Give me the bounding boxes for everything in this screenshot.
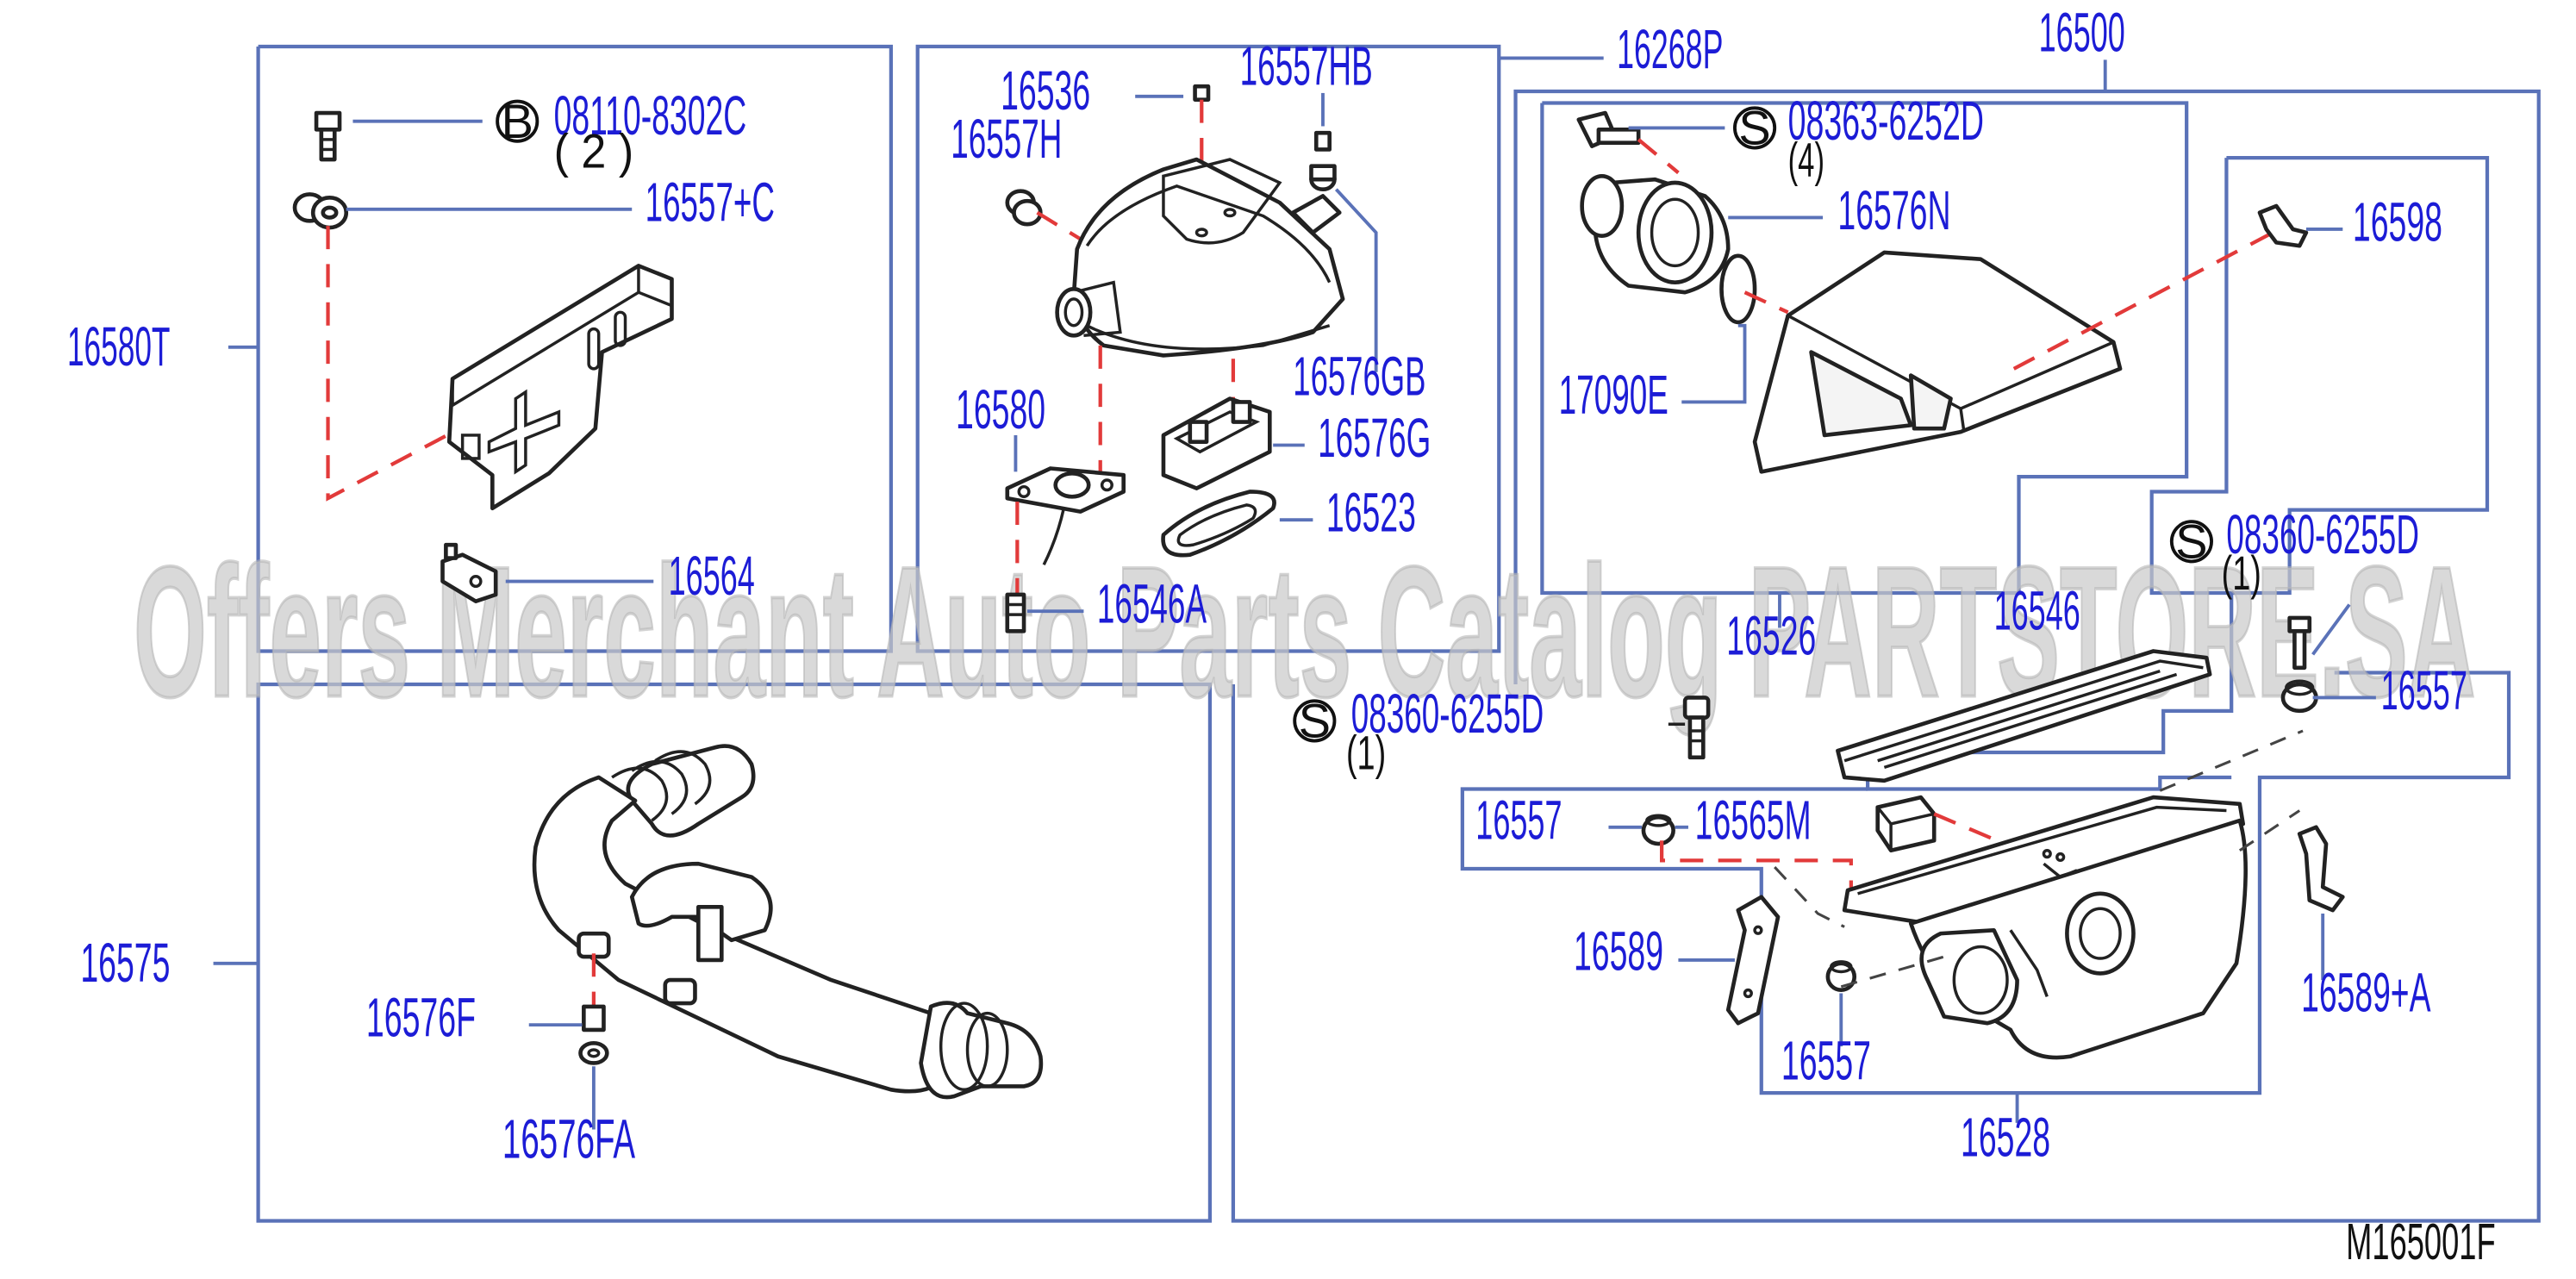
label-08360-6255D-right[interactable]: 08360-6255D — [2226, 504, 2419, 565]
svg-text:S: S — [2175, 515, 2207, 569]
screw-08360-left-drawing — [1668, 696, 1711, 760]
bracket-16589-drawing — [1725, 895, 1781, 1026]
label-16500[interactable]: 16500 — [2039, 3, 2125, 64]
grommet-16557-bottom-drawing — [1825, 960, 1857, 992]
cap-16557HB-drawing — [1309, 130, 1337, 192]
label-16557-top[interactable]: 16557 — [2381, 660, 2467, 721]
filter-16546-drawing — [1836, 649, 2212, 783]
diagram-reference-code: M165001F — [2346, 1213, 2495, 1270]
symbol-screw-badge-3: S — [1293, 694, 1337, 748]
frames — [213, 44, 2541, 1223]
clip-16598-drawing — [2257, 203, 2309, 248]
grommet-16557-mid-drawing — [1641, 814, 1675, 846]
label-16589[interactable]: 16589 — [1574, 921, 1663, 983]
label-16576FA[interactable]: 16576FA — [502, 1108, 636, 1170]
leader-lines — [346, 92, 2376, 1130]
svg-text:B: B — [502, 94, 533, 148]
label-16580T[interactable]: 16580T — [67, 316, 170, 377]
label-16268P[interactable]: 16268P — [1617, 19, 1723, 80]
label-16536[interactable]: 16536 — [1001, 60, 1090, 122]
label-16528[interactable]: 16528 — [1961, 1107, 2050, 1168]
label-16557H[interactable]: 16557H — [951, 109, 1062, 170]
screw-16546A-drawing — [1005, 592, 1026, 633]
symbol-bolt-badge: B — [496, 94, 540, 148]
duct-panel-drawing — [532, 744, 1044, 1100]
label-16557HB[interactable]: 16557HB — [1240, 35, 1373, 97]
label-08363-6252D[interactable]: 08363-6252D — [1788, 90, 1984, 152]
label-16565M[interactable]: 16565M — [1695, 789, 1812, 851]
collar-16576F-drawing — [582, 1004, 606, 1033]
label-16575[interactable]: 16575 — [80, 933, 170, 994]
cover-16526-drawing — [1752, 250, 2123, 474]
qty-08110-8302C: ( 2 ) — [554, 124, 634, 178]
label-16557-mid[interactable]: 16557 — [1475, 789, 1562, 851]
svg-text:S: S — [1299, 694, 1331, 748]
label-16598[interactable]: 16598 — [2353, 191, 2442, 253]
adapter-16576N-drawing — [1580, 173, 1731, 295]
label-16576G[interactable]: 16576G — [1318, 408, 1431, 469]
nut-16536-drawing — [1193, 84, 1211, 102]
resonator-16268P-drawing — [1055, 157, 1345, 358]
part-labels: 16580T 08110-8302C ( 2 ) 16557+C 16564 1… — [67, 3, 2496, 1270]
duct-16575-drawing — [532, 744, 1044, 1100]
grommet-16557-top-drawing — [2280, 679, 2318, 714]
case-16528-drawing — [1842, 795, 2248, 1060]
screw-08360-right-drawing — [2287, 615, 2312, 671]
symbol-screw-badge-1: S — [1733, 101, 1777, 155]
seal-17090E-drawing — [1719, 253, 1757, 325]
bracket-16580T-drawing — [446, 264, 674, 511]
qty-08360-6255D-left: (1) — [1346, 725, 1386, 779]
label-16523[interactable]: 16523 — [1326, 483, 1416, 544]
resonator-panel-drawing — [1005, 84, 1345, 633]
air-cleaner-panel-drawing — [1576, 110, 2345, 1060]
label-17090E[interactable]: 17090E — [1559, 365, 1668, 426]
block-16565M-drawing — [1875, 795, 1937, 853]
svg-text:S: S — [1738, 101, 1770, 155]
qty-08360-6255D-right: (1) — [2222, 546, 2261, 600]
label-08360-6255D-left[interactable]: 08360-6255D — [1351, 683, 1544, 745]
screw-08363-drawing — [1576, 110, 1641, 148]
label-16589A[interactable]: 16589+A — [2301, 963, 2431, 1024]
gasket-16523-drawing — [1161, 490, 1276, 558]
label-16557-bottom[interactable]: 16557 — [1781, 1031, 1871, 1092]
label-16576F[interactable]: 16576F — [366, 988, 476, 1049]
label-16546[interactable]: 16546 — [1994, 580, 2080, 641]
label-16557C[interactable]: 16557+C — [646, 172, 775, 233]
clip-16564-drawing — [440, 542, 498, 603]
mount-16576G-drawing — [1161, 396, 1272, 490]
label-16576N[interactable]: 16576N — [1837, 180, 1950, 241]
bracket-16589A-drawing — [2297, 825, 2345, 913]
label-16546A[interactable]: 16546A — [1097, 574, 1207, 635]
label-16576GB[interactable]: 16576GB — [1293, 346, 1425, 408]
qty-08363-6252D: (4) — [1788, 132, 1824, 186]
cap-16557H-drawing — [1005, 189, 1043, 227]
bolt-08110-drawing — [314, 110, 342, 162]
valve-16580-drawing — [1005, 466, 1126, 566]
label-08110-8302C[interactable]: 08110-8302C — [554, 85, 747, 147]
bracket-panel-drawing — [292, 110, 674, 603]
label-16526[interactable]: 16526 — [1726, 605, 1816, 666]
label-16580[interactable]: 16580 — [956, 379, 1045, 440]
ring-16576FA-drawing — [578, 1041, 609, 1065]
symbol-screw-badge-2: S — [2169, 515, 2213, 569]
grommet-16557C-drawing — [292, 192, 349, 230]
label-16564[interactable]: 16564 — [669, 546, 755, 607]
